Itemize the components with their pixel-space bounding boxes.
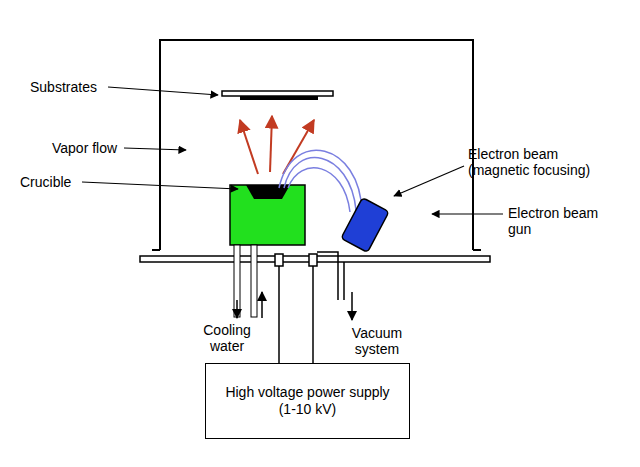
part-label: Vacuum system bbox=[343, 325, 411, 357]
feedthrough bbox=[309, 254, 317, 266]
wire bbox=[278, 266, 280, 363]
electron-beam bbox=[284, 158, 356, 210]
flow-arrow bbox=[351, 292, 353, 320]
chamber-wall bbox=[160, 40, 473, 250]
leader-line bbox=[432, 213, 503, 214]
chamber-lip bbox=[152, 249, 481, 251]
vapor-arrow bbox=[270, 116, 272, 172]
power-supply-box: High voltage power supply (1-10 kV) bbox=[205, 363, 410, 439]
vacuum-pipe bbox=[343, 262, 345, 300]
cooling-pipe bbox=[234, 245, 240, 317]
leader-line bbox=[124, 148, 186, 150]
electron-beam bbox=[279, 150, 362, 212]
cooling-pipe bbox=[251, 245, 257, 317]
substrate-holder bbox=[222, 91, 333, 96]
electron-gun bbox=[341, 198, 389, 253]
electron-beam bbox=[288, 168, 350, 212]
leader-line bbox=[108, 87, 218, 95]
part-label: Electron beam (magnetic focusing) bbox=[468, 146, 613, 178]
feedthrough bbox=[275, 254, 283, 266]
part-label: Electron beam gun bbox=[508, 205, 613, 237]
part-label: Crucible bbox=[20, 174, 90, 190]
leader-line bbox=[82, 182, 238, 189]
vapor-arrow bbox=[240, 120, 258, 174]
flow-arrow bbox=[236, 300, 238, 318]
wire bbox=[312, 266, 314, 363]
substrate bbox=[240, 96, 318, 100]
crucible-melt bbox=[246, 185, 290, 199]
part-label: Cooling water bbox=[196, 322, 258, 354]
box-text: High voltage power supply (1-10 kV) bbox=[218, 384, 398, 418]
part-label: Substrates bbox=[30, 79, 120, 95]
flow-arrow bbox=[261, 292, 263, 318]
part-label: Vapor flow bbox=[52, 140, 132, 156]
vacuum-pipe bbox=[317, 252, 338, 300]
leader-line bbox=[394, 166, 464, 196]
crucible bbox=[230, 185, 305, 245]
